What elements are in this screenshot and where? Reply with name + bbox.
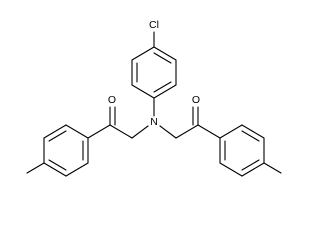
left-carbonyl (87, 106, 133, 139)
right-tolyl-ring (219, 124, 282, 177)
chlorophenyl-ring (131, 46, 177, 99)
nitrogen-atom-label: N (150, 116, 158, 128)
n-ch2-right-bond (159, 125, 177, 139)
right-oxygen-atom-label: O (192, 94, 200, 106)
n-ch2-left-bond (131, 125, 149, 139)
left-tolyl-ring (26, 124, 89, 177)
chemical-structure-diagram: Cl N O O (26, 19, 282, 177)
right-carbonyl (175, 106, 221, 139)
chlorine-atom-label: Cl (149, 19, 159, 31)
left-oxygen-atom-label: O (108, 94, 116, 106)
